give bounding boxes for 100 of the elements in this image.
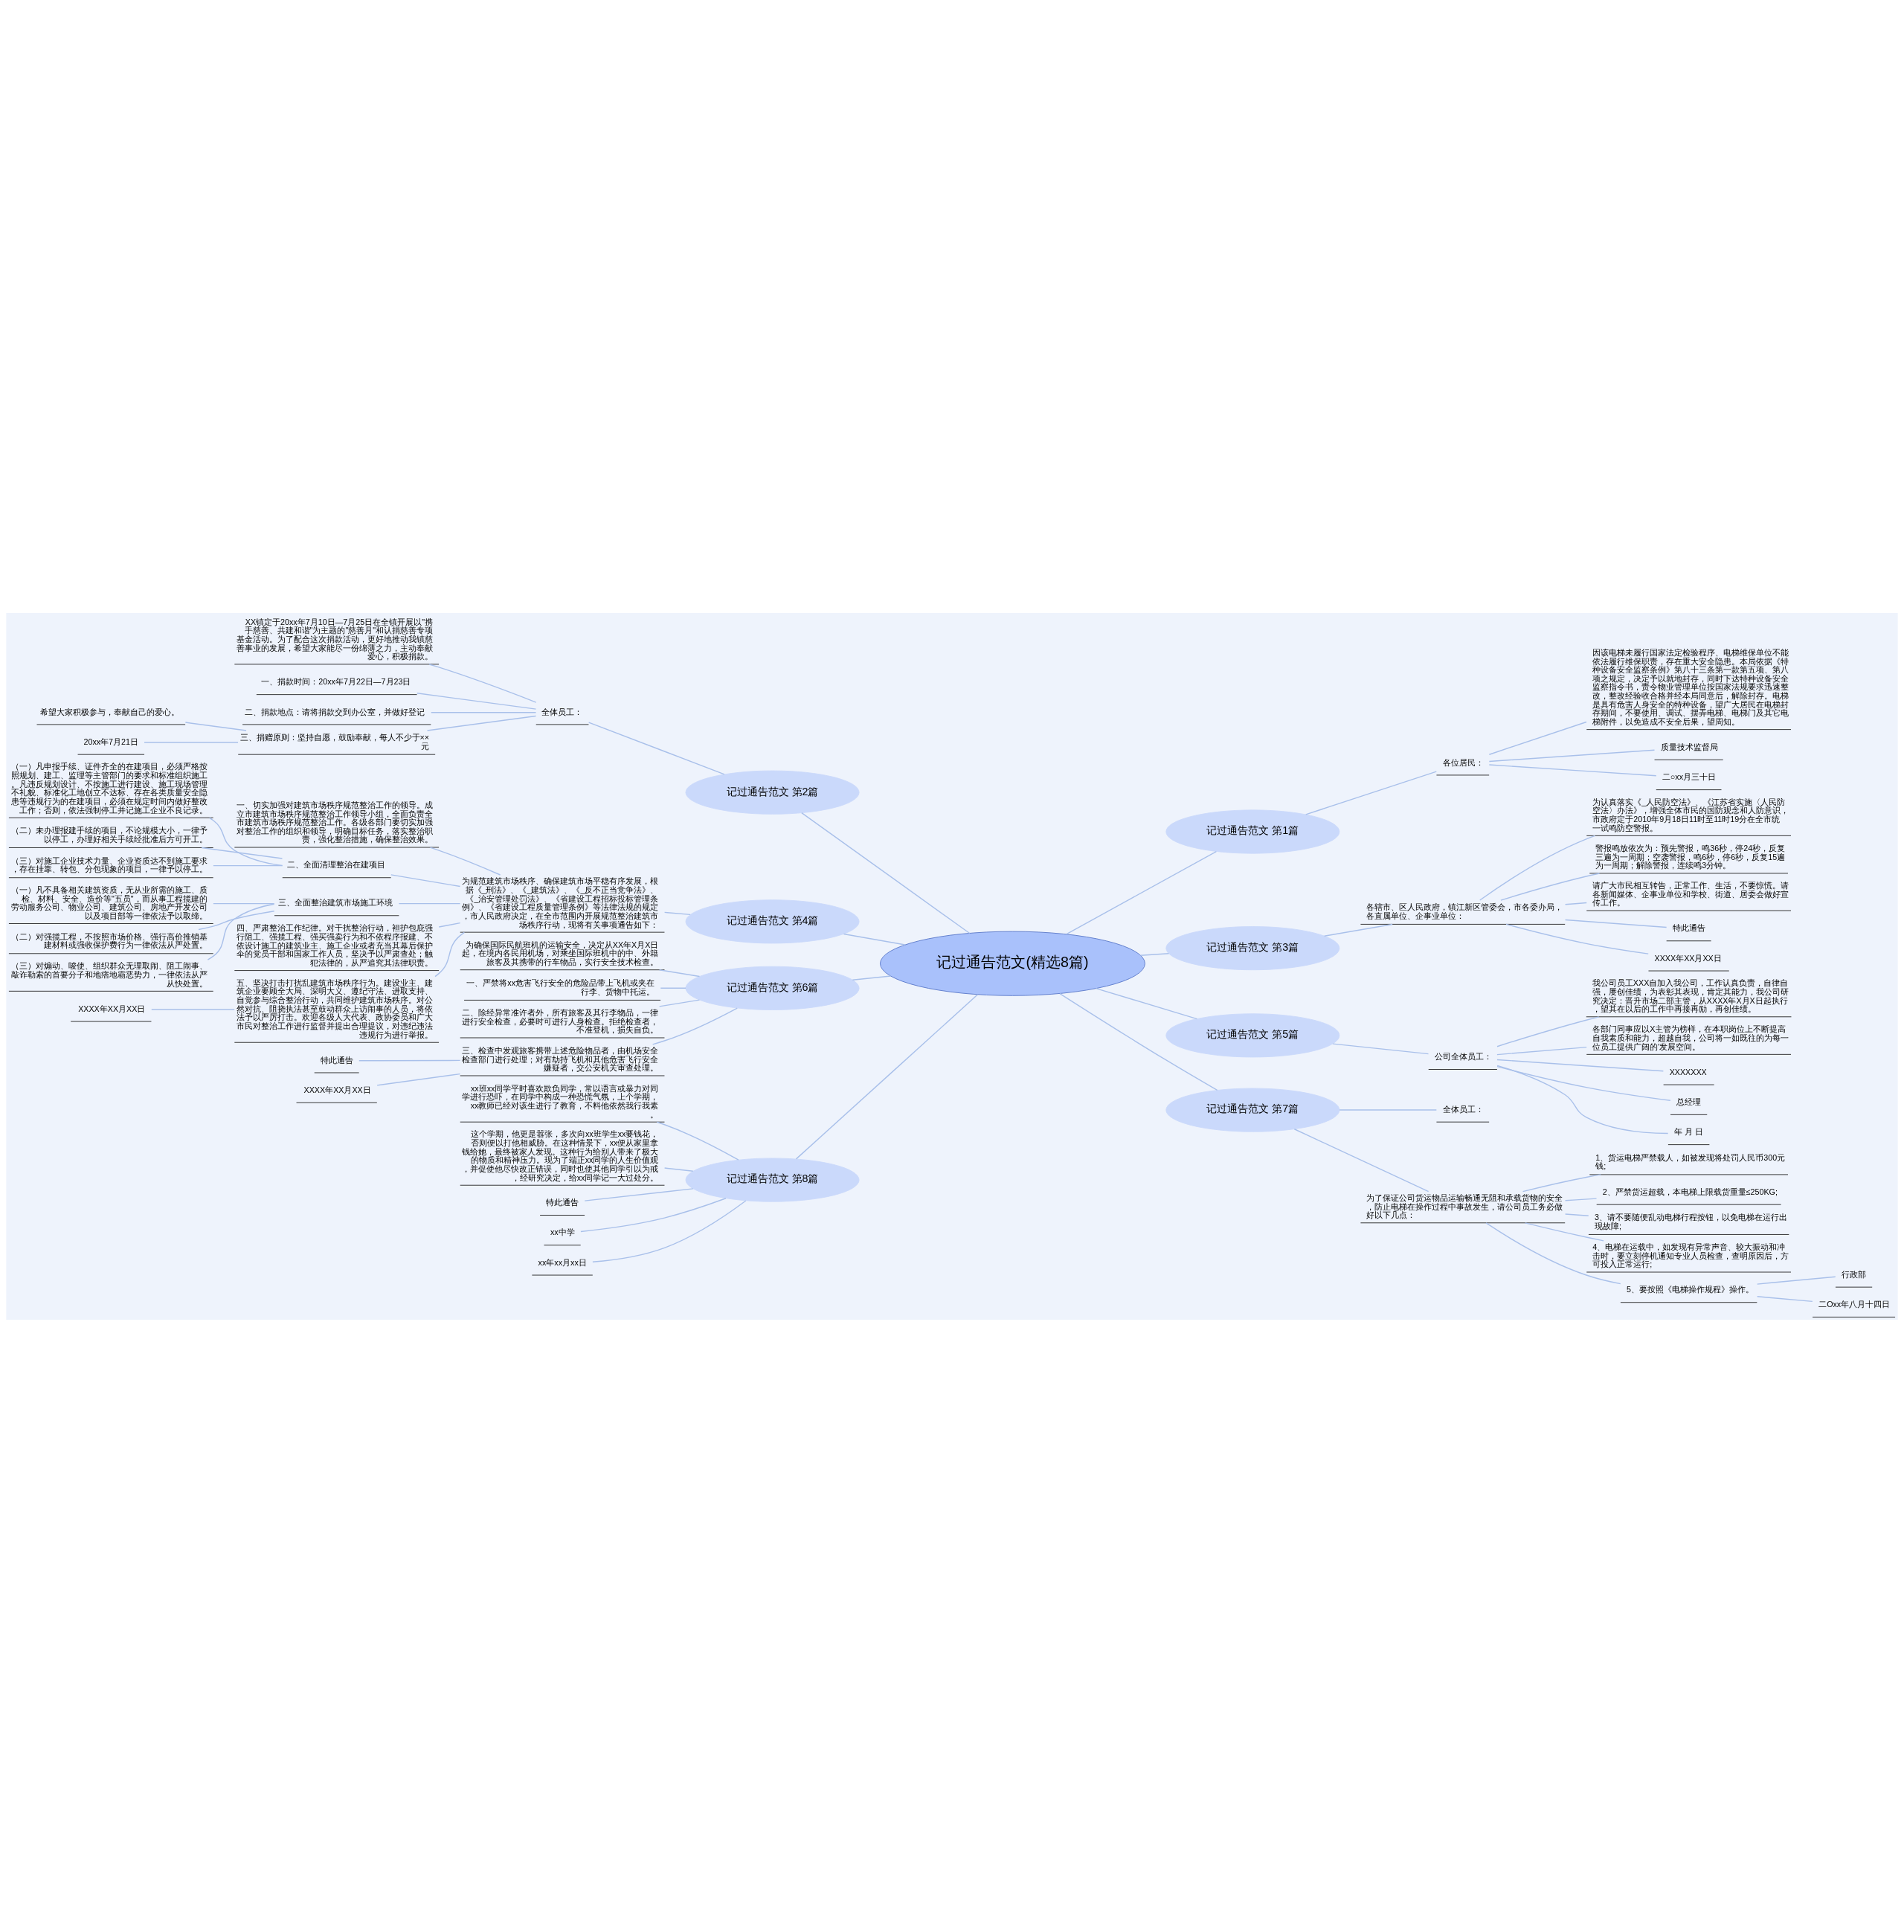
node-text: 请广大市民相互转告，正常工作、生活，不要惊慌。请各新闻媒体、企事业单位和学校、街道、居委会做好宣传工作。 (1592, 880, 1789, 907)
connector (207, 903, 275, 960)
node-text: （一）凡不具备相关建筑资质，无从业所需的施工、质检、材料、安全、造价等"五员"，而从事工程揽建的劳动服务公司、物业公司、建筑公司、房地产开发公司以及项目部等一律依法予以取缔。 (10, 885, 208, 920)
connector (1485, 1222, 1621, 1284)
connector (580, 1197, 727, 1232)
connector (213, 864, 283, 866)
node-text: 三、捐赠原则：坚持自愿，鼓励奉献，每人不少于××元 (239, 732, 430, 751)
node-text: 二、全面清理整治在建项目 (286, 859, 385, 869)
node-text: 二、除经异常准许者外，所有旅客及其行李物品，一律进行安全检查，必要时可进行人身检查。拒绝检查者，不准登机，损失自负。 (462, 1007, 659, 1034)
node-text: 公司全体员工： (1434, 1051, 1492, 1061)
node-text: XXXXXXX (1669, 1067, 1707, 1076)
connector (1524, 1222, 1604, 1242)
node-text: （三）对施工企业技术力量、企业资质达不到施工要求，存在挂靠、转包、分包现象的项目，一律予以停工。 (10, 856, 208, 873)
node-ellipse: 记过通告范文(精选8篇) (880, 931, 1145, 996)
node-text: 质量技术监督局 (1660, 742, 1718, 751)
node-text: 三、全面整治建筑市场施工环境 (278, 897, 393, 907)
connector (852, 975, 892, 981)
connector (434, 931, 466, 977)
connector (1095, 987, 1198, 1019)
node-text: 3、请不要随便乱动电梯行程按钮，以免电梯在运行出现故障; (1595, 1212, 1787, 1230)
connector (1305, 770, 1437, 815)
node-text: 为认真落实《_人民防空法》、《江苏省实施〈人民防空法〉办法》，增强全体市民的国防观念和人防意识，市政府定于2010年9月18日11时至11时19分在全市统一试鸣防空警报。 (1592, 797, 1789, 832)
node-text: （三）对煽动、唆使、组织群众无理取闹、阻工闹事、敲诈勒索的首要分子和地痞地霸恶势力，一律依法从严从快处置。 (10, 960, 208, 988)
connector (843, 933, 906, 946)
connector (1139, 952, 1170, 956)
connector (652, 1007, 738, 1045)
connector (1564, 919, 1667, 928)
connector (376, 1073, 461, 1086)
node-text: 2、严禁货运超载，本电梯上限载货重量≤250KG; (1602, 1187, 1778, 1196)
connector (658, 969, 701, 977)
connector (1293, 1128, 1429, 1192)
node-text: （一）凡申报手续、证件齐全的在建项目，必须严格按照规划、建工、监理等主管部门的要求和标准组织施工。凡违反规划设计、不按施工进行建设、施工现场管理不礼貌、标准化工地创立不达标、存在各类质量安全隐患等违规行为的在建项目，必须在规定时间内做好整改工作；否则，依法强制停工并记施工企业不良记录。 (10, 761, 208, 815)
connector (1756, 1295, 1813, 1302)
node-text: 5、要按照《电梯操作规程》操作。 (1626, 1284, 1754, 1294)
node-ellipse: 记过通告范文 第8篇 (685, 1158, 860, 1202)
node-text: 各位居民： (1442, 757, 1484, 767)
connector (1488, 749, 1656, 762)
connector (658, 998, 701, 1007)
node-ellipse: 记过通告范文 第5篇 (1165, 1012, 1340, 1057)
node-text: 二、捐款地点：请将捐款交到办公室，并做好登记 (245, 707, 425, 716)
connector (1488, 721, 1587, 755)
node-ellipse: 记过通告范文 第4篇 (685, 899, 860, 943)
node-text: 20xx年7月21日 (83, 736, 138, 746)
node-text: （二）未办理报建手续的项目，不论规模大小，一律予以停工，办理好相关手续经批准后方可开工。 (10, 825, 208, 844)
node-text: XX镇定于20xx年7月10日—7月25日在全镇开展以"携手慈善、共建和谐"为主题的"慈善月"和认捐慈善专项基金活动。为了配合这次捐款活动，更好地推动我镇慈善事业的发展，希望大家能尽一份绵薄之力，主动奉献爱心，积极捐款。 (237, 617, 434, 661)
node-text: 1、货运电梯严禁载人，如被发现将处罚人民币300元钱; (1595, 1152, 1786, 1170)
connector (1479, 835, 1596, 901)
node-text: 因该电梯未履行国家法定检验程序、电梯维保单位不能依法履行维保职责，存在重大安全隐患。本局依据《特种设备安全监察条例》第八十三条第一款第五项、第八项之规定，决定予以就地封存，同时下达特种设备安全监察指令书，责令物业管理单位按国家法规要求迅速整改，整改经验收合格并经本局同意后，解除封存。电梯是具有危害人身安全的特种设备，望广大居民在电梯封存期间，不要使用、调试、摆弄电梯、电梯门及其它电梯附件，以免造成不安全后果，望周知。 (1592, 647, 1789, 726)
connector (656, 1121, 739, 1161)
connector (184, 721, 247, 731)
node-text: 特此通告 (320, 1055, 353, 1065)
connector (1066, 850, 1218, 934)
node-text: xx中学 (550, 1227, 575, 1236)
connector (660, 987, 686, 989)
node-text: 行政部 (1842, 1269, 1867, 1279)
node-text: 各部门同事应以X主管为榜样，在本职岗位上不断提高自我素质和能力，超越自我，公司将一如既往的为每一位员工提供广阔的'发展空间。 (1592, 1024, 1789, 1051)
node-text: 为规范建筑市场秩序、确保建筑市场平稳有序发展，根据《_刑法》、《_建筑法》、《_反不正当竞争法》、《_治安管理处罚法》、《省建设工程招标投标管理条例》、《省建设工程质量管理条例》等法律法规的规定，市人民政府决定，在全市范围内开展规范整治建筑市场秩序行动，现将有关事项通告如下： (462, 876, 659, 929)
connector (390, 873, 461, 887)
node-text: xx班xx同学平时喜欢欺负同学，常以语言或暴力对同学进行恐吓，在同学中构成一种恐慌气氛，上个学期，xx教师已经对该生进行了教育，不料他依然我行我素。 (462, 1083, 659, 1119)
node-ellipse: 记过通告范文 第3篇 (1165, 925, 1340, 970)
connector (431, 711, 537, 713)
connector (1496, 1046, 1587, 1055)
connector (198, 910, 275, 930)
node-text: 全体员工： (541, 707, 583, 716)
connector (592, 1199, 747, 1262)
node-text: 各辖市、区人民政府，镇江新区管委会，市各委办局，各直属单位、企事业单位： (1366, 902, 1563, 920)
connector (588, 721, 725, 775)
node-text: XXXX年XX月XX日 (78, 1004, 146, 1013)
node-ellipse: 记过通告范文 第2篇 (685, 770, 860, 815)
connector (795, 993, 979, 1160)
node-text: 特此通告 (546, 1197, 579, 1207)
node-text: XXXX年XX月XX日 (1654, 953, 1722, 963)
node-text: 我公司员工XXX自加入我公司，工作认真负责，自律自强，屡创佳绩，为表彰其表现，肯定其能力，我公司研究决定：晋升市场二部主管，从XXXX年X月X日起执行，望其在以后的工作中再接再励，再创佳绩。 (1592, 978, 1789, 1013)
connector (1332, 1042, 1429, 1054)
connector (1564, 1197, 1598, 1201)
node-text: 总经理 (1676, 1097, 1702, 1106)
node-text: 全体员工： (1442, 1104, 1484, 1114)
connector (1496, 1059, 1665, 1071)
connector (663, 1166, 694, 1172)
node-text: 二○xx月三十日 (1662, 771, 1717, 781)
connector (1496, 1065, 1669, 1134)
connector (1059, 992, 1218, 1091)
node-text: 这个学期，他更是嚣张，多次向xx班学生xx要钱花，否则便以打他相威胁。在这种情景下，xx便从家里拿钱给她，最终被家人发现。这种行为给别人带来了极大的物质和精神压力。现为了端正xx同学的人生价值观，并促使他尽快改正错误，同时也使其他同学引以为戒，经研究决定，给xx同学记一大过处分。 (462, 1129, 659, 1182)
node-text: 年 月 日 (1673, 1126, 1703, 1136)
connector (801, 812, 971, 934)
node-text: xx年xx月xx日 (538, 1257, 587, 1267)
node-text: 一、捐款时间：20xx年7月22日—7月23日 (261, 676, 411, 686)
connector (1488, 763, 1657, 776)
connector (1522, 1173, 1602, 1192)
connector (209, 817, 283, 866)
node-text: 五、坚决打击打扰乱建筑市场秩序行为。建设业主、建筑企业要顾全大局、深明大义、遵纪守法、进取支持、自觉参与综合整治行动，共同维护建筑市场秩序。对公然对抗、阻挠执法甚至鼓动群众上访闹事的人员，将依法予以严厉打击。欢迎各级人大代表、政协委员和广大市民对整治工作进行监督并提出合理提议，对违纪违法违规行为进行举报。 (237, 978, 434, 1039)
node-text: 为了保证公司货运物品运输畅通无阻和承载货物的安全，防止电梯在操作过程中事故发生，请公司员工务必做好以下几点： (1366, 1193, 1563, 1219)
connector (1564, 902, 1587, 905)
node-text: 为确保国际民航班机的运输安全，决定从XX年X月X日起，在境内各民用机场，对乘坐国际班机中的中、外籍旅客及其携带的行车物品，实行安全技术检查。 (462, 940, 659, 966)
node-text: 三、检查中发观旅客携带上述危险物品者，由机场安全检查部门进行处理；对有劫持飞机和其他危害飞行安全嫌疑者，交公安机关审查处理。 (462, 1045, 659, 1072)
node-text: 希望大家积极参与，奉献自己的爱心。 (40, 707, 180, 716)
node-text: （二）对强揽工程，不按照市场价格、强行高价推销基建材料或强收保护费行为一律依法从严处置。 (10, 931, 208, 949)
node-text: 警报鸣放依次为：预先警报，鸣36秒，停24秒，反复三遍为一周期；空袭警报，鸣6秒，停6秒，反复15遍为一周期；解除警报，连续鸣3分钟。 (1595, 843, 1786, 870)
node-text: 一、严禁将xx危害飞行安全的危险品带上飞机或夹在行李、货物中托运。 (466, 978, 655, 996)
connector (151, 1008, 235, 1010)
